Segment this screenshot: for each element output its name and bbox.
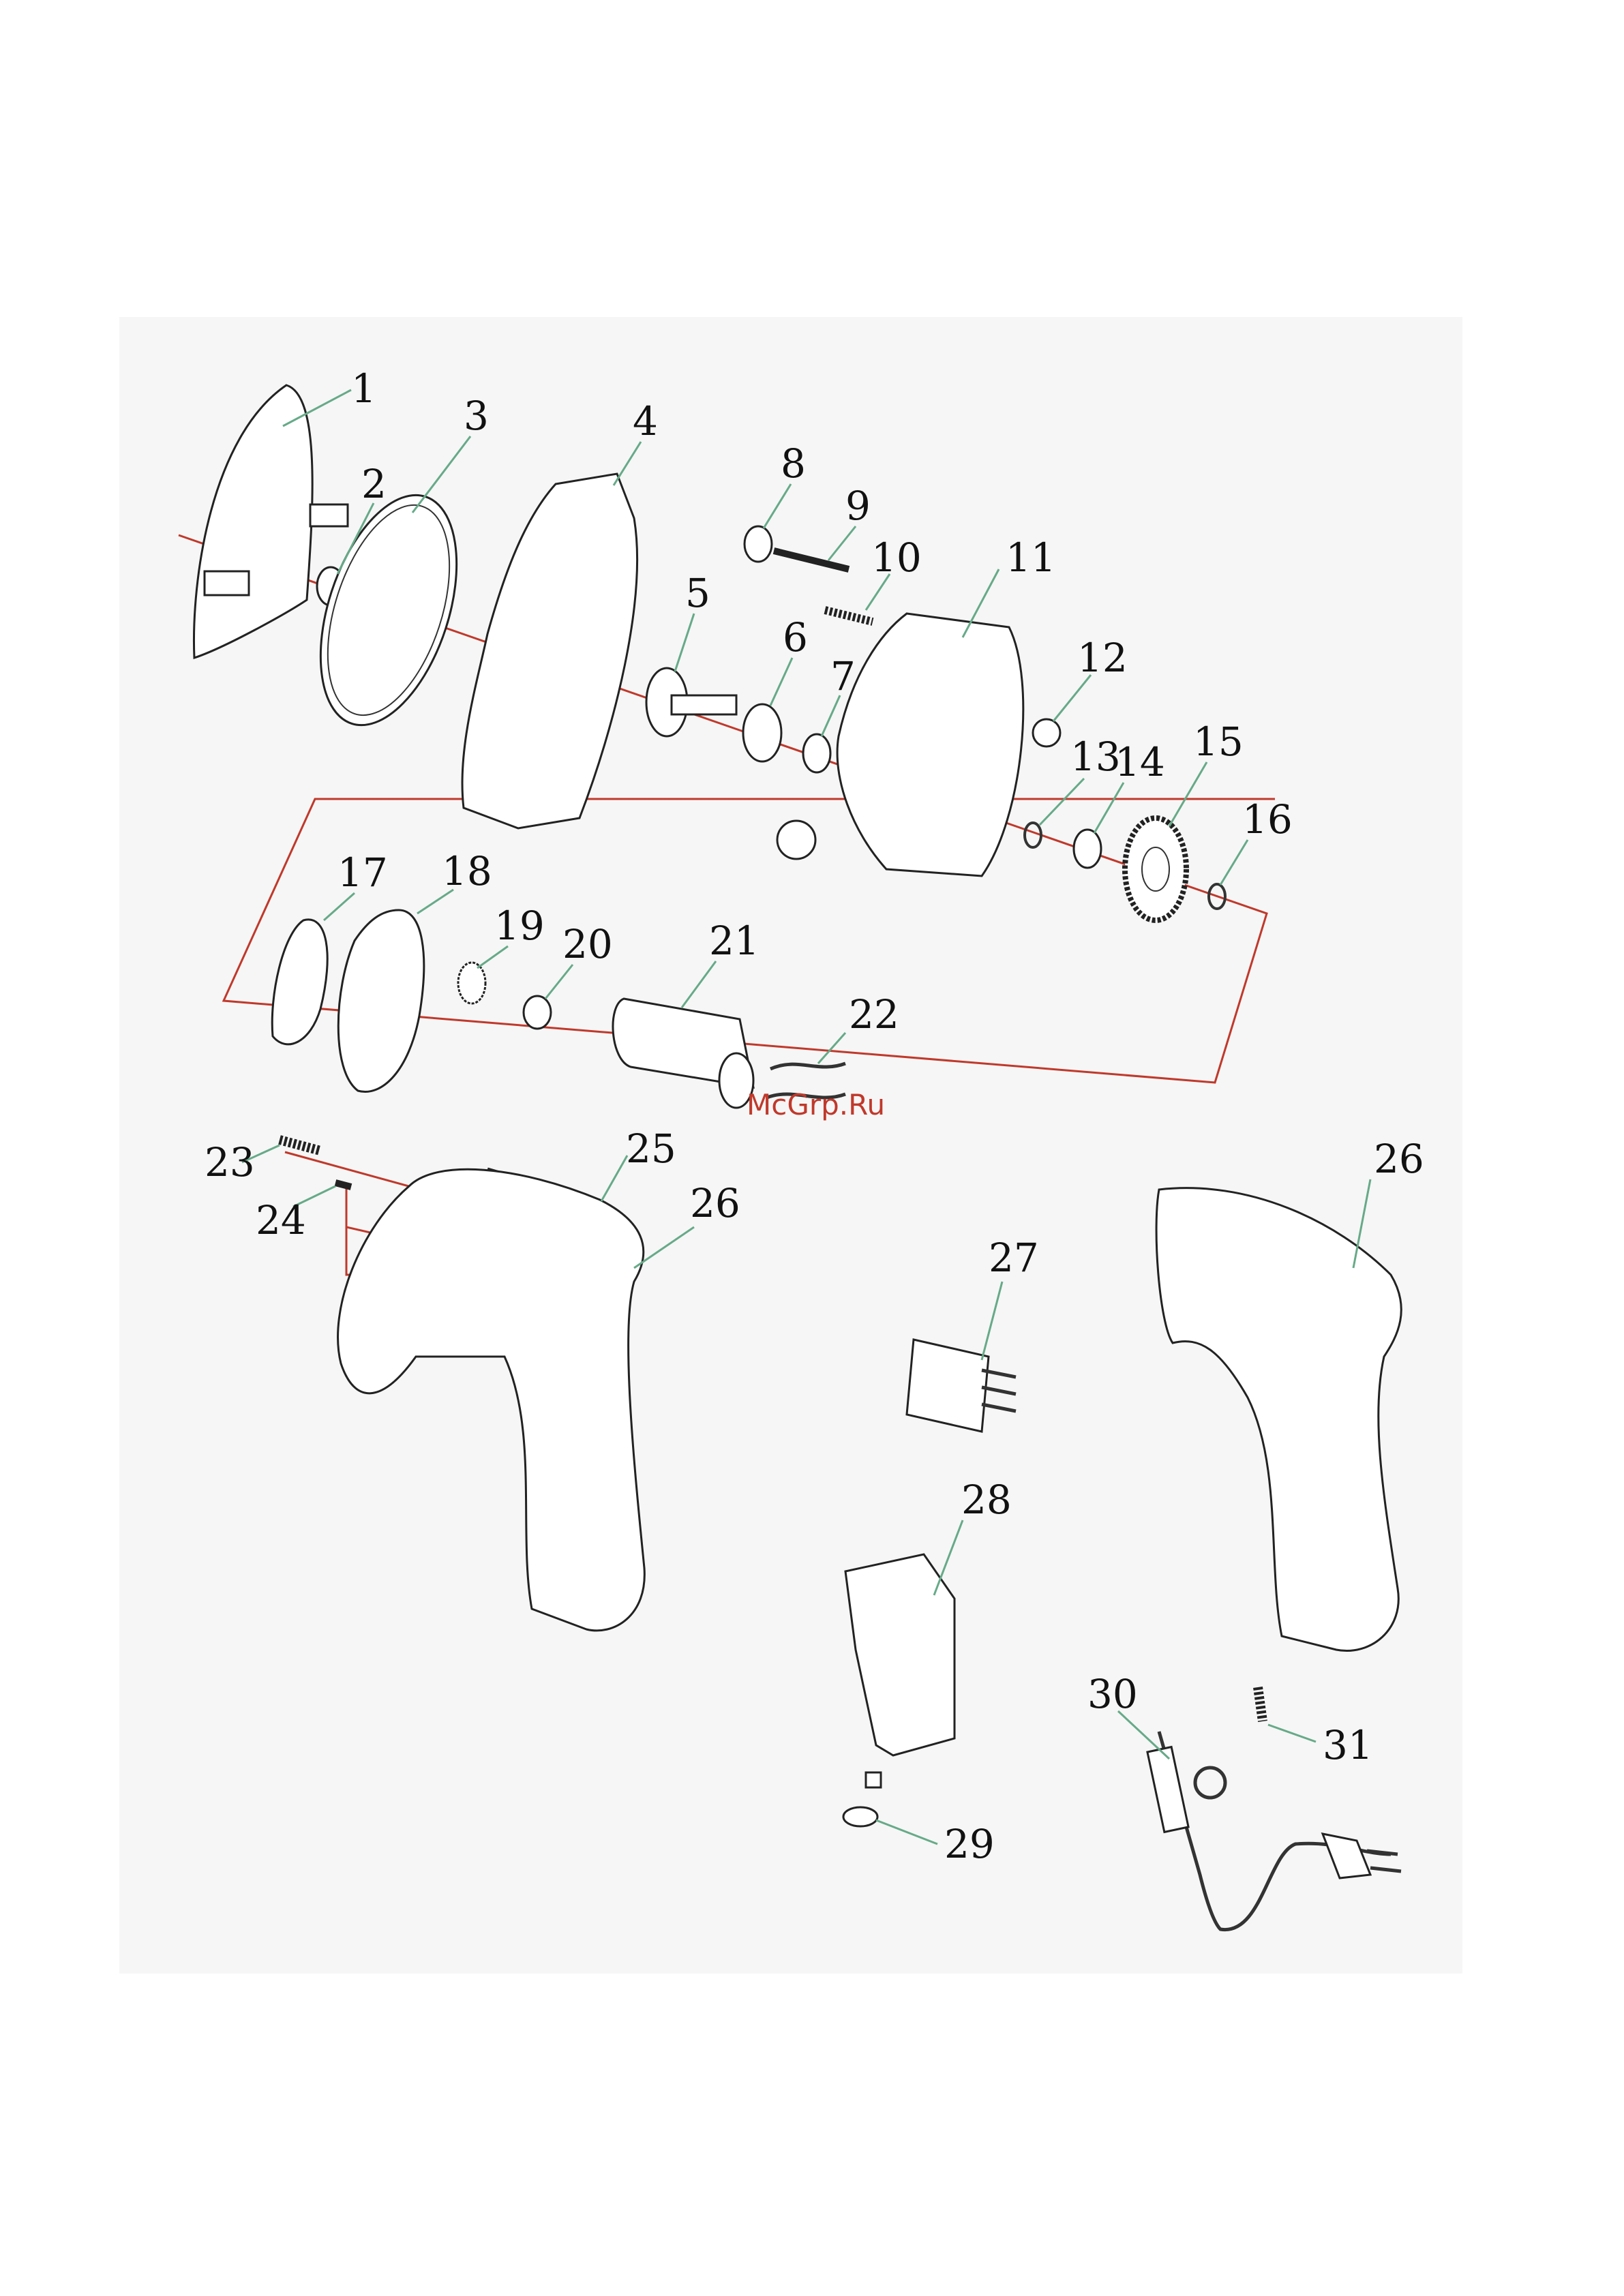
callout-16: 16 — [1242, 796, 1293, 843]
callout-7: 7 — [830, 653, 856, 699]
watermark: McGrp.Ru — [747, 1088, 885, 1121]
callout-29: 29 — [944, 1821, 995, 1867]
part-bearing — [743, 704, 781, 761]
callout-2: 2 — [361, 461, 387, 507]
callout-18: 18 — [442, 848, 492, 894]
part-pinion — [458, 963, 485, 1003]
callout-6: 6 — [783, 614, 808, 661]
callout-31: 31 — [1323, 1722, 1373, 1768]
callout-12: 12 — [1077, 635, 1128, 681]
callout-13: 13 — [1070, 734, 1121, 780]
callout-26-left: 26 — [690, 1180, 740, 1226]
callout-17: 17 — [337, 849, 388, 896]
diagram-panel — [119, 317, 1462, 1974]
part-nut — [1033, 719, 1060, 746]
part-spacer — [803, 734, 830, 772]
callout-19: 19 — [494, 903, 545, 949]
callout-24: 24 — [256, 1197, 306, 1243]
callout-8: 8 — [781, 440, 806, 487]
callout-25: 25 — [626, 1126, 676, 1172]
callout-1: 1 — [351, 365, 376, 412]
callout-21: 21 — [709, 918, 760, 964]
callout-27: 27 — [989, 1235, 1039, 1281]
callout-23: 23 — [205, 1139, 255, 1185]
part-bushing — [1074, 830, 1101, 868]
callout-3: 3 — [464, 393, 489, 439]
callout-4: 4 — [633, 398, 658, 444]
part-roller — [745, 526, 772, 562]
callout-9: 9 — [845, 483, 871, 529]
callout-26-right: 26 — [1374, 1136, 1424, 1182]
callout-11: 11 — [1006, 534, 1056, 581]
callout-14: 14 — [1115, 739, 1165, 785]
part-washer-small — [524, 996, 551, 1029]
callout-22: 22 — [849, 991, 899, 1038]
callout-10: 10 — [871, 534, 922, 581]
callout-28: 28 — [961, 1477, 1012, 1523]
part-small-screw — [335, 1183, 351, 1187]
callout-15: 15 — [1193, 719, 1244, 765]
callout-20: 20 — [562, 921, 613, 967]
callout-30: 30 — [1087, 1671, 1138, 1717]
part-gear — [1125, 818, 1186, 920]
callout-5: 5 — [685, 570, 710, 616]
part-knob — [777, 821, 815, 859]
